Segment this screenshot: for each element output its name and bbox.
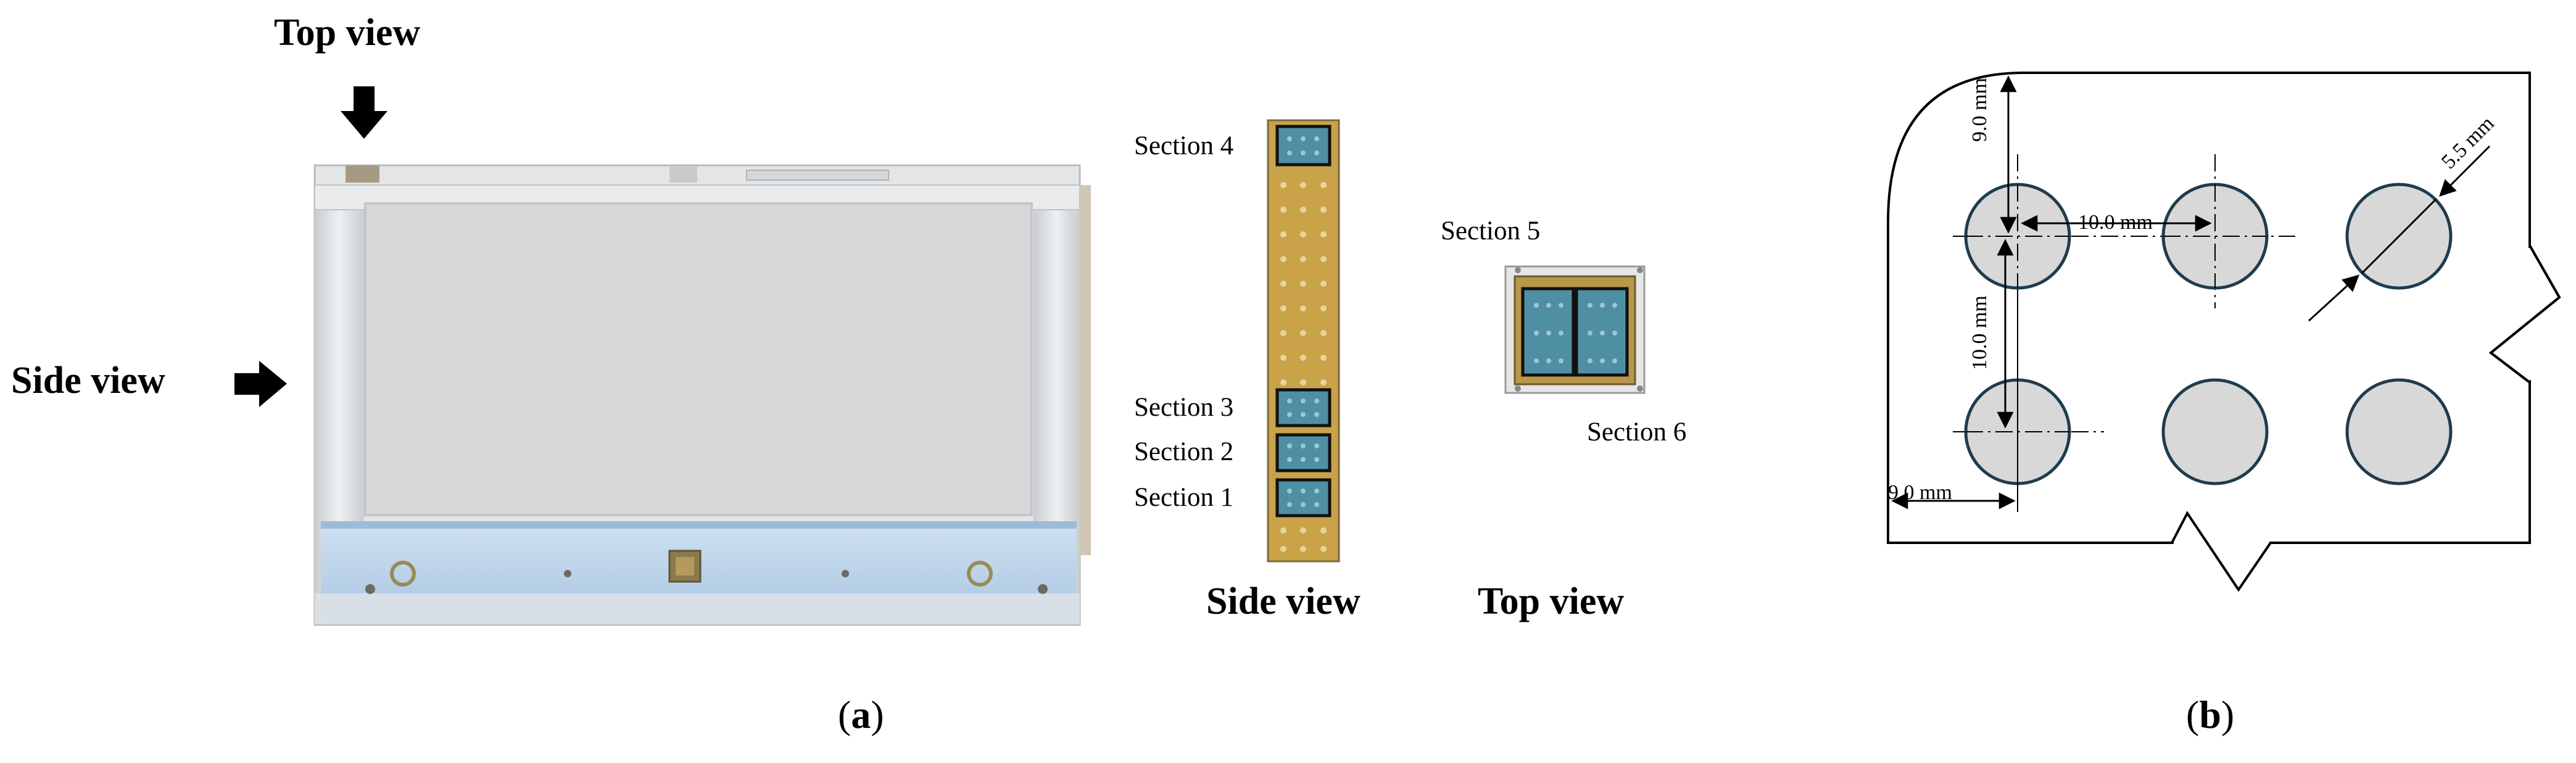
section-3-label: Section 3 [1134,393,1234,422]
hole-6 [2345,378,2453,485]
section-5-label: Section 5 [1441,217,1541,245]
section-1-label: Section 1 [1134,483,1234,512]
side-view-caption: Side view [1206,580,1360,622]
dim-vertical-spacing: 10.0 mm [1968,295,1991,370]
side-view-label: Side view [11,360,165,402]
plate-outline [1887,72,2531,544]
dim-left-height: 9.0 mm [1968,78,1991,142]
top-view-caption: Top view [1478,580,1625,622]
dim-left-offset: 9.0 mm [1888,481,1952,504]
section-6-label: Section 6 [1587,418,1687,447]
dim-top-spacing: 10.0 mm [2078,211,2153,234]
hole-5 [2161,378,2269,485]
section-4-label: Section 4 [1134,131,1234,160]
caption-a: (a) [838,693,884,736]
section-2-label: Section 2 [1134,437,1234,466]
caption-b: (b) [2186,693,2235,736]
top-view-label: Top view [274,12,421,54]
